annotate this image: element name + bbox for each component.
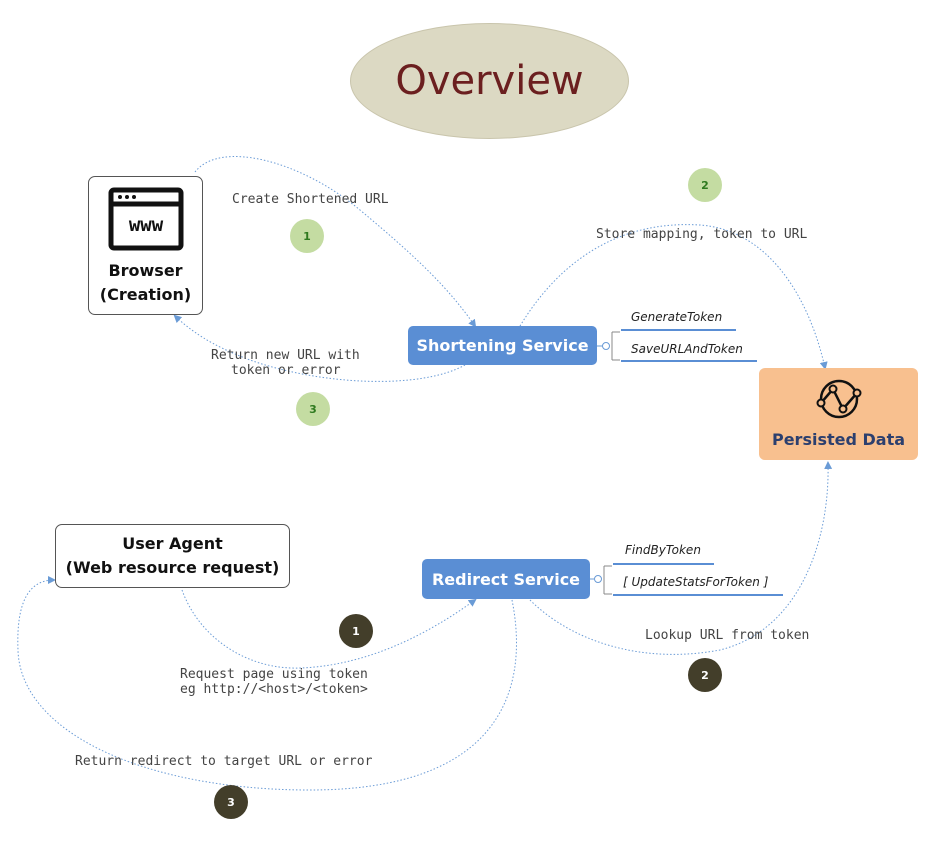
edge-lookup-url bbox=[529, 461, 833, 655]
edge-create-shortened bbox=[194, 156, 477, 328]
edge-return-redirect bbox=[17, 576, 517, 791]
edge-store-mapping bbox=[519, 224, 828, 370]
step-badge: 1 bbox=[290, 219, 324, 253]
user-agent-node[interactable]: User Agent (Web resource request) bbox=[55, 524, 290, 588]
browser-label-line2: (Creation) bbox=[99, 285, 192, 304]
browser-node[interactable]: www Browser (Creation) bbox=[88, 176, 203, 315]
edge-label-create-shortened: Create Shortened URL bbox=[232, 192, 389, 207]
method-underline bbox=[613, 563, 714, 565]
browser-www-icon: www bbox=[108, 187, 184, 251]
browser-label-line1: Browser bbox=[108, 261, 183, 280]
method-underline bbox=[613, 594, 783, 596]
method-underline bbox=[621, 329, 736, 331]
edge-label-return-new-url-2: token or error bbox=[231, 363, 341, 378]
edge-label-return-new-url-1: Return new URL with bbox=[211, 348, 360, 363]
user-agent-label-line1: User Agent bbox=[122, 534, 223, 553]
edge-request-page bbox=[181, 589, 477, 669]
edge-label-request-page-1: Request page using token bbox=[180, 667, 368, 682]
edge-label-store-mapping: Store mapping, token to URL bbox=[596, 227, 808, 242]
method-underline bbox=[621, 360, 757, 362]
page-title: Overview bbox=[395, 58, 584, 104]
method-save-url-and-token: SaveURLAndToken bbox=[631, 342, 743, 356]
shortening-service-label: Shortening Service bbox=[416, 336, 589, 355]
shortening-service-node[interactable]: Shortening Service bbox=[408, 326, 597, 365]
step-badge: 2 bbox=[688, 658, 722, 692]
user-agent-label-line2: (Web resource request) bbox=[65, 558, 280, 577]
step-badge: 3 bbox=[296, 392, 330, 426]
redirect-service-label: Redirect Service bbox=[431, 569, 581, 589]
title-ellipse: Overview bbox=[350, 23, 629, 139]
svg-text:www: www bbox=[129, 214, 164, 236]
step-badge: 2 bbox=[688, 168, 722, 202]
method-generate-token: GenerateToken bbox=[631, 310, 723, 324]
edge-label-request-page-2: eg http://<host>/<token> bbox=[180, 682, 368, 697]
method-find-by-token: FindByToken bbox=[625, 543, 701, 557]
step-badge: 1 bbox=[339, 614, 373, 648]
redirect-service-node[interactable]: Redirect Service bbox=[422, 559, 590, 599]
edge-label-lookup-url: Lookup URL from token bbox=[645, 628, 810, 643]
method-update-stats-for-token: [ UpdateStatsForToken ] bbox=[623, 575, 769, 589]
database-graph-icon bbox=[816, 379, 862, 419]
step-badge: 3 bbox=[214, 785, 248, 819]
persisted-data-label: Persisted Data bbox=[771, 430, 906, 449]
edge-label-return-redirect: Return redirect to target URL or error bbox=[75, 754, 373, 769]
persisted-data-node[interactable]: Persisted Data bbox=[759, 368, 918, 460]
